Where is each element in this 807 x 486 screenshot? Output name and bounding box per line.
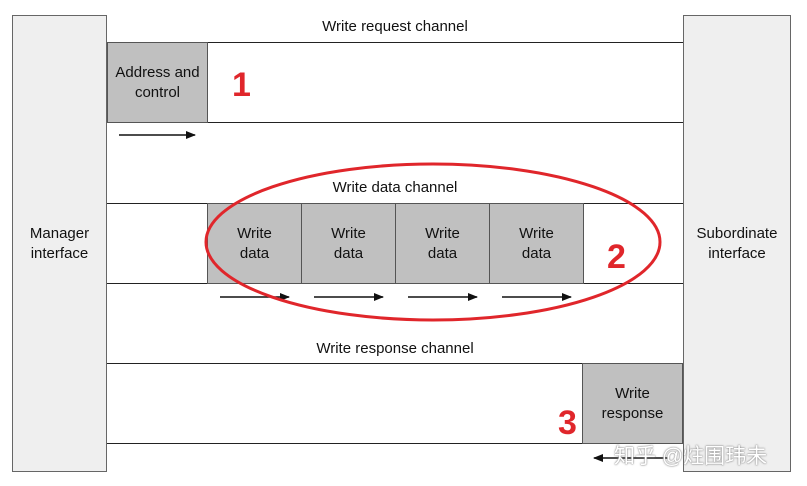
write-data-box-4: Write data: [489, 203, 584, 284]
step-number-3: 3: [558, 404, 577, 442]
write-request-top-line: [107, 42, 683, 43]
subordinate-interface: Subordinate interface: [683, 15, 791, 472]
step-number-1: 1: [232, 66, 251, 104]
write-data-channel-title: Write data channel: [332, 179, 458, 196]
step-number-2: 2: [607, 238, 626, 276]
write-response-top-line: [107, 363, 683, 364]
manager-interface-label: Manager interface: [29, 224, 90, 262]
write-response-bottom-line: [107, 443, 683, 444]
write-response-label: Write response: [601, 384, 664, 422]
write-data-label-2: Write data: [331, 224, 366, 262]
write-response-box: Write response: [582, 363, 683, 444]
subordinate-interface-label: Subordinate interface: [696, 224, 778, 262]
address-and-control-label: Address and control: [115, 63, 200, 101]
write-data-label-3: Write data: [425, 224, 460, 262]
watermark-text: 知乎 @炷围玮未: [614, 445, 768, 468]
write-request-channel-title: Write request channel: [322, 18, 468, 35]
write-data-label-1: Write data: [237, 224, 272, 262]
write-request-bottom-line: [107, 122, 683, 123]
write-data-highlight-ellipse: [204, 162, 662, 322]
address-and-control-box: Address and control: [107, 42, 208, 123]
write-data-box-1: Write data: [207, 203, 302, 284]
write-data-box-2: Write data: [301, 203, 396, 284]
write-response-channel-title: Write response channel: [316, 340, 474, 357]
write-data-box-3: Write data: [395, 203, 490, 284]
manager-interface: Manager interface: [12, 15, 107, 472]
write-data-label-4: Write data: [519, 224, 554, 262]
